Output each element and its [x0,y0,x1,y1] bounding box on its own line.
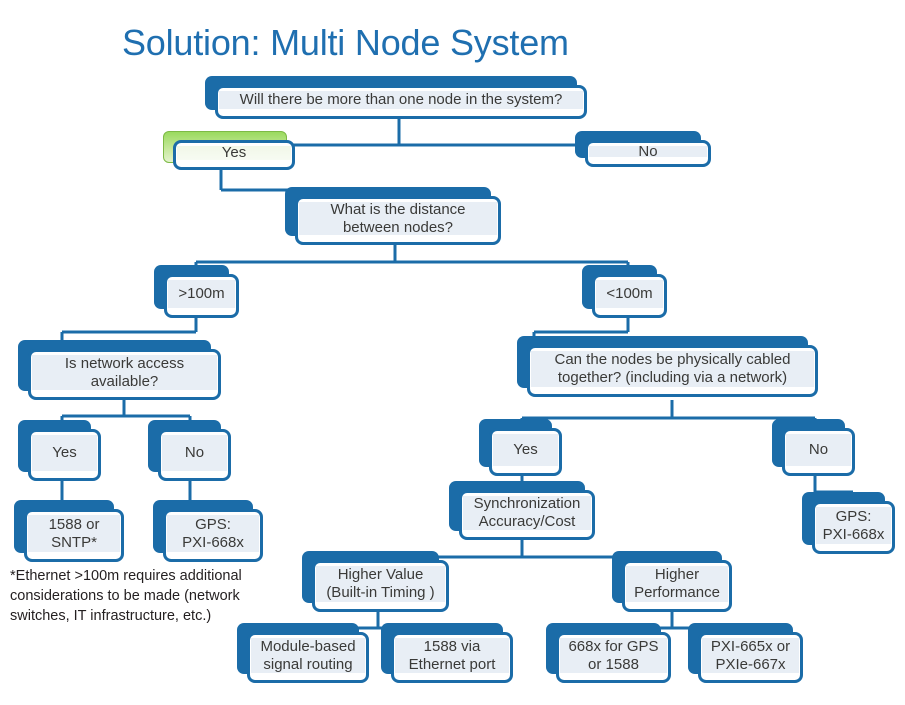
node-r-module-based[interactable]: Module-based signal routing [237,623,369,683]
node-a-cab-yes[interactable]: Yes [479,419,562,476]
node-q-sync[interactable]: Synchronization Accuracy/Cost [449,481,595,540]
node-label: <100m [596,280,663,308]
node-a-higher-perf[interactable]: Higher Performance [612,551,732,612]
node-label: Can the nodes be physically cabled toget… [531,351,814,387]
node-label: Higher Value (Built-in Timing ) [316,566,445,602]
node-label: GPS: PXI-668x [167,515,259,552]
node-label: Is network access available? [32,355,217,390]
node-label: Synchronization Accuracy/Cost [463,495,591,530]
node-label: 668x for GPS or 1588 [560,638,667,673]
node-label: Will there be more than one node in the … [219,91,583,109]
node-label: Yes [493,434,558,466]
node-r-gps-668x-right[interactable]: GPS: PXI-668x [802,492,895,554]
node-label: PXI-665x or PXIe-667x [702,638,799,673]
node-label: 1588 or SNTP* [28,515,120,552]
node-q-network[interactable]: Is network access available? [18,340,221,400]
node-label: What is the distance between nodes? [299,201,497,236]
node-q-multinode[interactable]: Will there be more than one node in the … [205,76,587,119]
node-a-net-no[interactable]: No [148,420,231,481]
node-r-1588-eth[interactable]: 1588 via Ethernet port [381,623,513,683]
node-label: No [786,434,851,466]
page-title: Solution: Multi Node System [122,22,569,63]
node-a-yes-top[interactable]: Yes [163,131,295,170]
node-r-pxi-665x[interactable]: PXI-665x or PXIe-667x [688,623,803,683]
node-a-no-top[interactable]: No [575,131,711,167]
node-label: >100m [168,280,235,308]
node-label: No [162,435,227,471]
footnote-text: *Ethernet >100m requires additional cons… [10,568,242,624]
node-r-gps-668x-left[interactable]: GPS: PXI-668x [153,500,263,562]
node-label: GPS: PXI-668x [816,507,891,544]
node-q-cabled[interactable]: Can the nodes be physically cabled toget… [517,336,818,397]
node-label: 1588 via Ethernet port [395,638,509,673]
node-r-1588-sntp[interactable]: 1588 or SNTP* [14,500,124,562]
node-label: Yes [32,435,97,471]
node-a-higher-value[interactable]: Higher Value (Built-in Timing ) [302,551,449,612]
node-label: Module-based signal routing [251,638,365,673]
node-a-cab-no[interactable]: No [772,419,855,476]
node-r-668x-gps[interactable]: 668x for GPS or 1588 [546,623,671,683]
node-label: Higher Performance [626,566,728,602]
node-a-over-100m[interactable]: >100m [154,265,239,318]
node-a-net-yes[interactable]: Yes [18,420,101,481]
node-q-distance[interactable]: What is the distance between nodes? [285,187,501,245]
node-a-under-100m[interactable]: <100m [582,265,667,318]
node-label: Yes [177,144,291,161]
node-label: No [589,143,707,160]
